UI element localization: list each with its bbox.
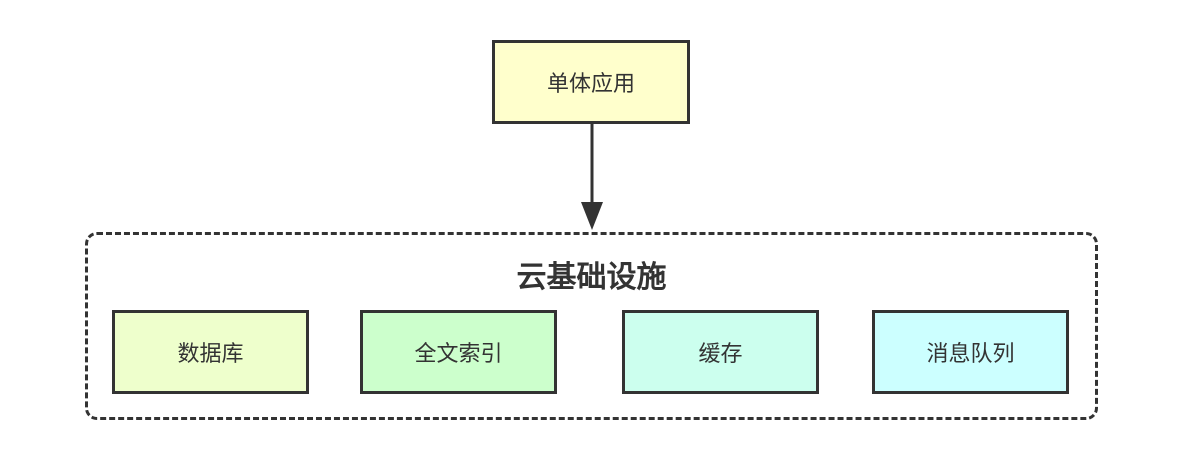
message-queue-label: 消息队列: [926, 342, 1015, 367]
cloud-infrastructure-title: 云基础设施: [516, 260, 667, 295]
cache-node: 缓存: [622, 310, 819, 394]
message-queue-node: 消息队列: [872, 310, 1069, 394]
database-node: 数据库: [112, 310, 309, 394]
fulltext-index-node: 全文索引: [360, 310, 557, 394]
cloud-infrastructure-group: [85, 232, 1098, 420]
fulltext-index-label: 全文索引: [414, 342, 503, 367]
database-label: 数据库: [177, 342, 244, 367]
monolith-app-node: 单体应用: [492, 40, 690, 124]
cache-label: 缓存: [698, 342, 743, 367]
app-to-infra-arrowhead: [581, 202, 603, 230]
monolith-app-label: 单体应用: [546, 72, 635, 97]
